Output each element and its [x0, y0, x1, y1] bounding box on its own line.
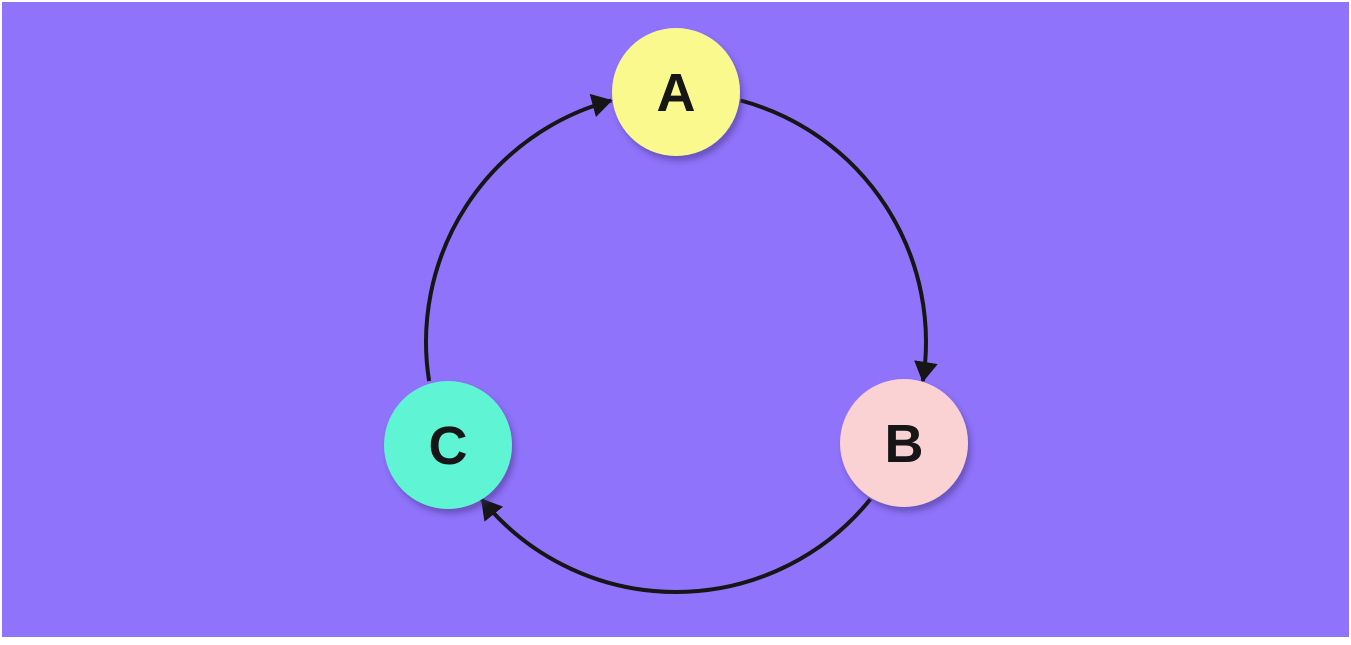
node-b-label: B [885, 414, 924, 474]
node-c: C [384, 381, 512, 509]
node-a: A [612, 28, 740, 156]
node-a-circle [612, 28, 740, 156]
node-c-circle [384, 381, 512, 509]
node-a-label: A [657, 63, 696, 123]
edge-arrow-b-to-c [480, 498, 872, 594]
node-b-circle [840, 379, 968, 507]
node-c-label: C [429, 416, 468, 476]
node-b: B [840, 379, 968, 507]
edge-arrow-a-to-b [740, 98, 938, 383]
edge-arrow-c-to-a [424, 93, 613, 382]
